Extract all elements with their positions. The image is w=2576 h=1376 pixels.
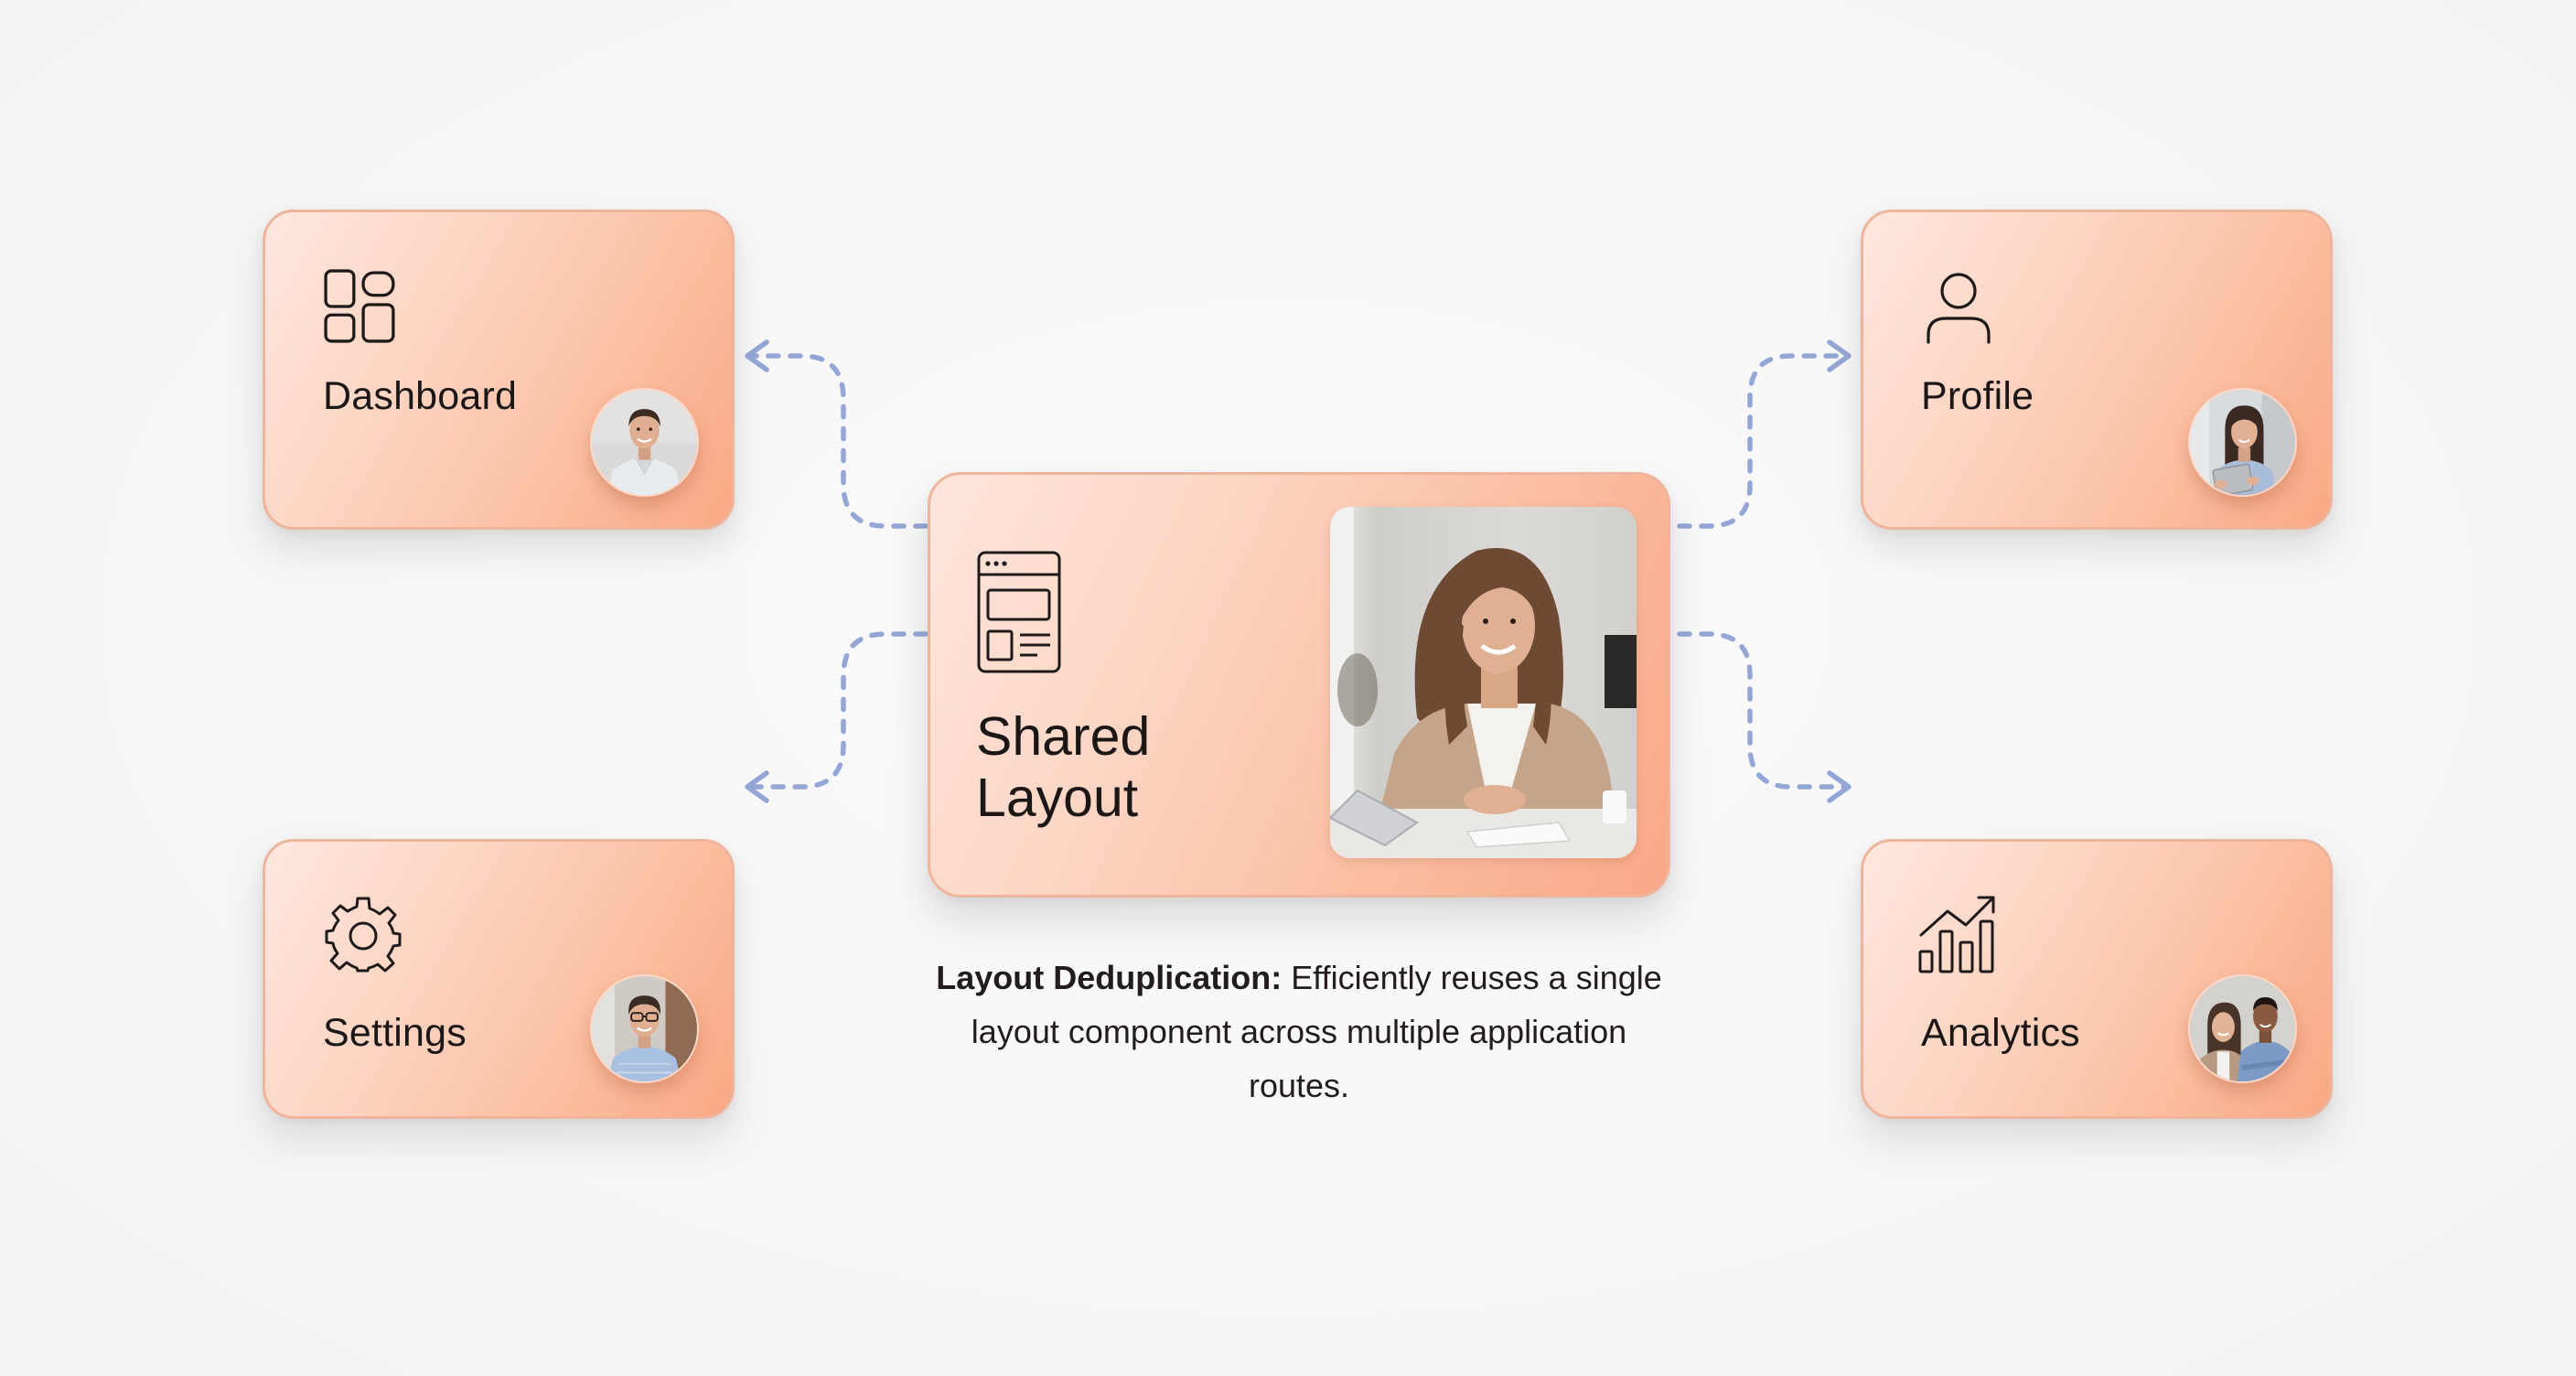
avatar-profile	[2188, 388, 2297, 497]
connector-settings	[749, 631, 928, 790]
shared-layout-title: Shared Layout	[976, 706, 1150, 829]
title-line-1: Shared	[976, 706, 1151, 767]
caption-text: Efficiently reuses a single layout compo…	[971, 959, 1662, 1104]
caption-heading: Layout Deduplication:	[936, 959, 1283, 996]
avatar-dashboard	[590, 388, 699, 497]
route-label-settings: Settings	[323, 1011, 467, 1055]
title-line-2: Layout	[976, 768, 1139, 828]
avatar-settings	[590, 974, 699, 1083]
arrowhead-dashboard-icon	[745, 339, 769, 372]
route-card-analytics[interactable]: Analytics	[1861, 839, 2333, 1119]
bar-chart-trend-icon	[1918, 895, 1997, 973]
route-label-profile: Profile	[1921, 374, 2034, 418]
route-card-settings[interactable]: Settings	[263, 839, 735, 1119]
route-label-dashboard: Dashboard	[323, 374, 518, 418]
connector-dashboard	[749, 353, 928, 529]
grid-apps-icon	[323, 268, 398, 343]
shared-layout-card[interactable]: Shared Layout	[928, 472, 1670, 898]
arrowhead-analytics-icon	[1827, 770, 1852, 803]
gear-icon	[325, 896, 402, 973]
arrowhead-settings-icon	[745, 770, 769, 803]
route-label-analytics: Analytics	[1921, 1011, 2080, 1055]
shared-layout-photo	[1330, 507, 1637, 858]
connector-analytics	[1677, 631, 1847, 790]
avatar-analytics	[2188, 974, 2297, 1083]
connector-profile	[1677, 353, 1847, 529]
arrowhead-profile-icon	[1827, 339, 1852, 372]
route-card-profile[interactable]: Profile	[1861, 210, 2333, 530]
user-icon	[1926, 273, 1991, 344]
browser-layout-icon	[977, 551, 1061, 673]
route-card-dashboard[interactable]: Dashboard	[263, 210, 735, 530]
diagram-caption: Layout Deduplication: Efficiently reuses…	[924, 951, 1674, 1113]
